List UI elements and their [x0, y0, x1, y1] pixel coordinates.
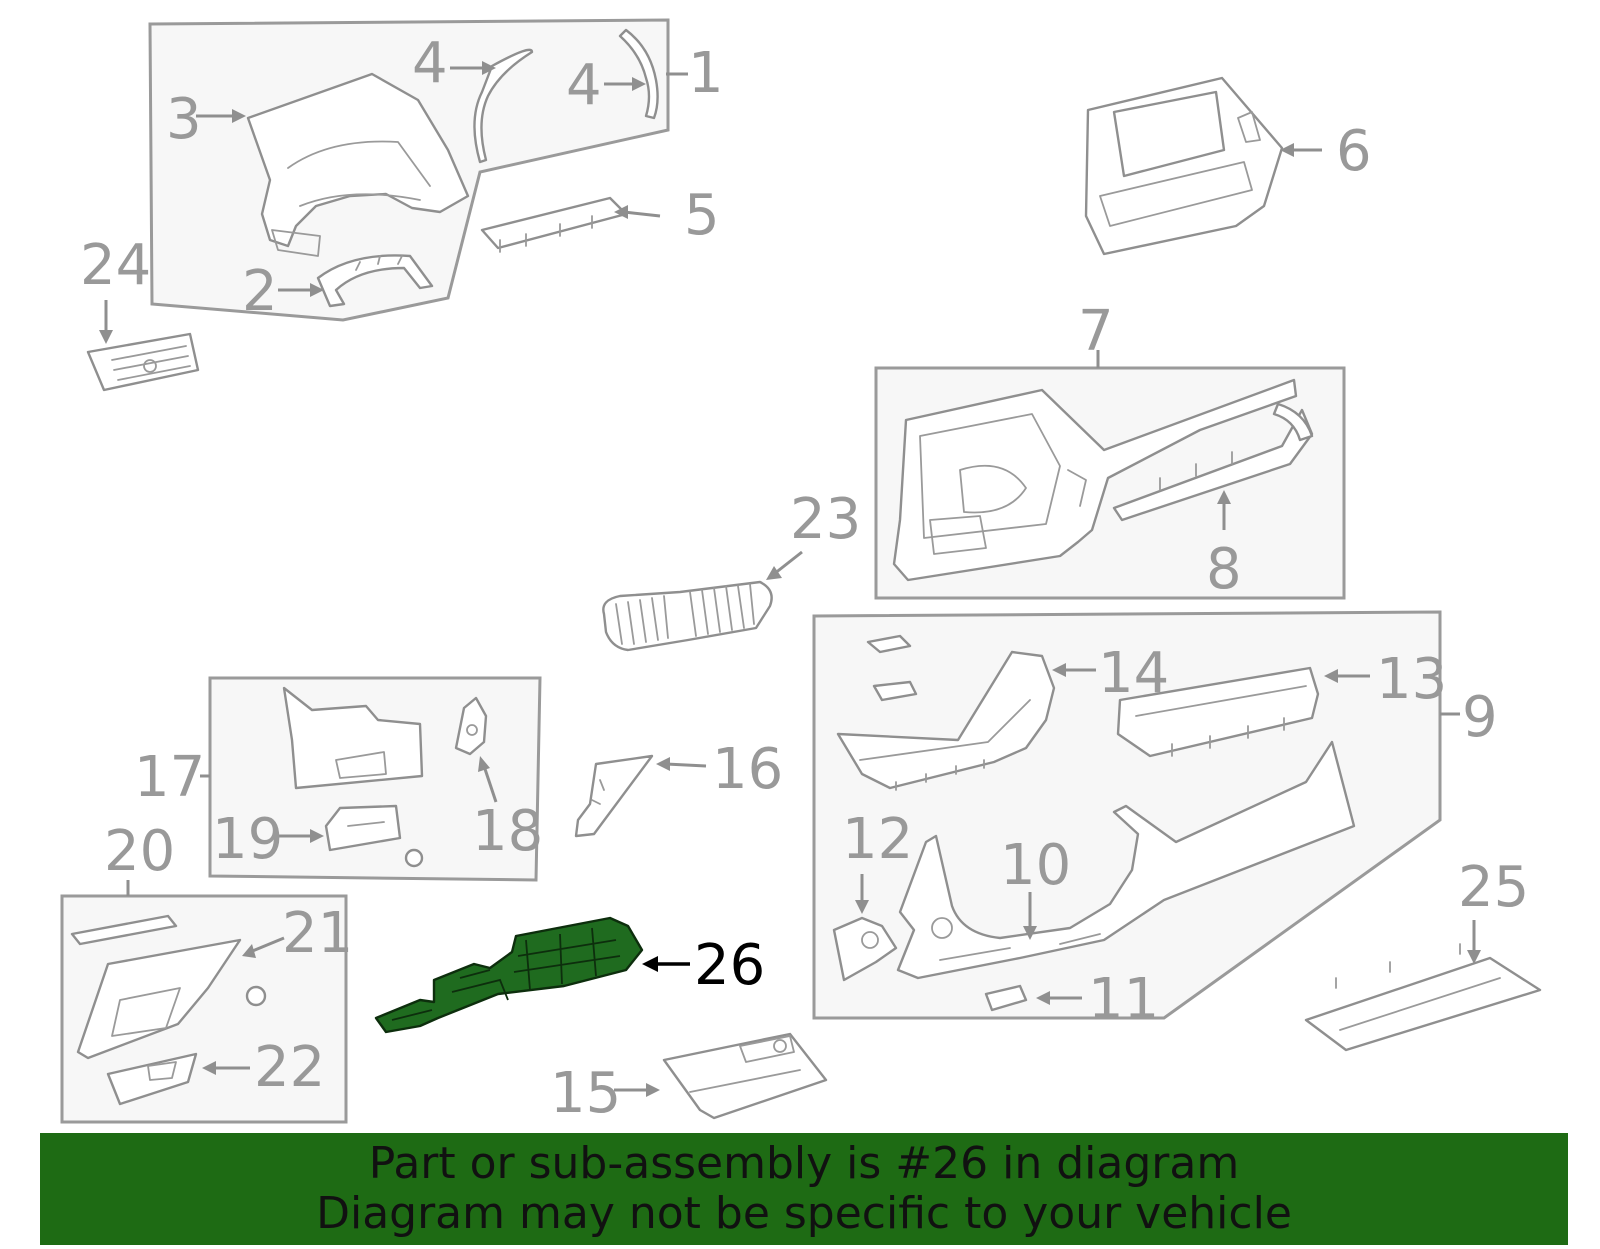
callout-5: 5	[684, 183, 720, 248]
part-15-console-cover[interactable]	[662, 1032, 828, 1120]
part-16-side-panel[interactable]	[574, 754, 654, 838]
part-4-trim-strip-a[interactable]	[473, 48, 534, 164]
callout-18: 18	[472, 799, 543, 864]
part-2-column-cover[interactable]	[316, 254, 434, 308]
part-clip-round[interactable]	[404, 848, 424, 868]
callout-13: 13	[1376, 647, 1447, 712]
callout-3: 3	[166, 87, 202, 152]
callout-8: 8	[1206, 537, 1242, 602]
callout-7: 7	[1078, 299, 1114, 364]
callout-19: 19	[212, 807, 283, 872]
callout-labels: 1 2 3 4 4 5 6 7 8 9 10 11 12 13 14 15 16…	[80, 31, 1529, 1126]
part-19-switch[interactable]	[324, 804, 402, 852]
part-10-lower-panel[interactable]	[896, 740, 1356, 980]
part-3-cluster-hood[interactable]	[246, 72, 470, 257]
callout-21: 21	[282, 901, 353, 966]
part-4-trim-strip-b[interactable]	[618, 28, 659, 120]
callout-4b: 4	[566, 53, 602, 118]
callout-11: 11	[1088, 967, 1159, 1032]
part-5-trim-panel[interactable]	[480, 196, 628, 253]
callout-26-highlighted: 26	[694, 933, 765, 998]
footer-line-1: Part or sub-assembly is #26 in diagram	[368, 1138, 1240, 1189]
part-20-damper[interactable]	[70, 914, 178, 946]
callout-1: 1	[688, 41, 724, 106]
part-bumper-stop[interactable]	[245, 985, 267, 1007]
part-17-knee-panel[interactable]	[282, 686, 424, 790]
callout-24: 24	[80, 233, 151, 298]
callout-16: 16	[712, 737, 783, 802]
callout-12: 12	[842, 807, 913, 872]
callout-17: 17	[134, 745, 205, 810]
leader-lines	[99, 61, 1481, 1097]
part-18-bracket[interactable]	[454, 696, 488, 756]
callout-20: 20	[104, 819, 175, 884]
footer-banner: Part or sub-assembly is #26 in diagram D…	[40, 1133, 1568, 1245]
part-7-instrument-panel[interactable]	[892, 378, 1298, 582]
part-26-highlighted-bracket[interactable]	[374, 916, 644, 1034]
callout-6: 6	[1336, 119, 1372, 184]
part-12-switch-bracket[interactable]	[832, 916, 898, 982]
callout-10: 10	[1000, 833, 1071, 898]
part-8-trim-strip[interactable]	[1112, 402, 1314, 522]
callout-15: 15	[550, 1061, 621, 1126]
callout-2: 2	[242, 259, 278, 324]
part-24-vent[interactable]	[86, 332, 200, 392]
callout-14: 14	[1098, 641, 1169, 706]
part-22-glove-box-latch[interactable]	[106, 1052, 198, 1106]
callout-4a: 4	[412, 31, 448, 96]
callout-23: 23	[790, 487, 861, 552]
part-25-lower-trim[interactable]	[1304, 943, 1542, 1052]
part-23-center-vent[interactable]	[602, 580, 773, 652]
part-6-display[interactable]	[1084, 76, 1284, 256]
part-11-clip[interactable]	[984, 984, 1028, 1012]
callout-9: 9	[1462, 685, 1498, 750]
callout-22: 22	[254, 1035, 325, 1100]
footer-line-2: Diagram may not be specific to your vehi…	[316, 1188, 1292, 1239]
callout-25: 25	[1458, 855, 1529, 920]
part-14-console-trim[interactable]	[836, 634, 1056, 791]
part-21-glove-box-door[interactable]	[76, 938, 242, 1060]
part-13-console-panel[interactable]	[1116, 666, 1320, 758]
